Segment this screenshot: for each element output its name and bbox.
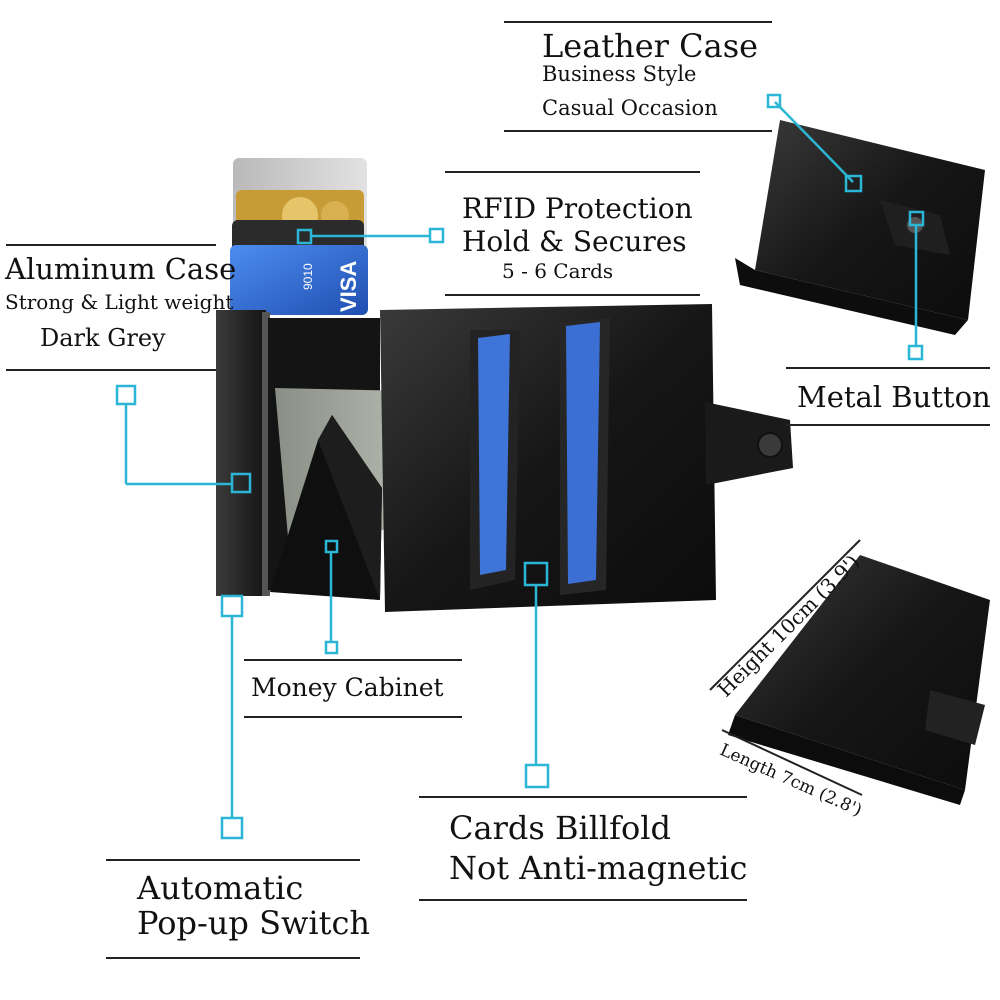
rule-money-bottom (244, 716, 462, 718)
popup-switch-line2: Pop-up Switch (137, 904, 370, 942)
clasp-tab (705, 402, 793, 485)
aluminum-case-title: Aluminum Case (5, 252, 237, 286)
rule-leather-bottom (504, 130, 772, 132)
rule-money-top (244, 659, 462, 661)
aluminum-case (216, 310, 266, 596)
closed-wallet-bottom (728, 555, 990, 805)
cards-billfold-line1: Cards Billfold (449, 809, 671, 847)
rule-metal-button-bottom (786, 424, 990, 426)
height-dimension-line (709, 539, 861, 691)
rule-rfid-top (445, 171, 700, 173)
rule-billfold-bottom (419, 899, 747, 901)
aluminum-case-line1: Strong & Light weight (5, 290, 234, 314)
rfid-line3: 5 - 6 Cards (502, 259, 614, 283)
leather-body (380, 304, 716, 612)
rule-popup-bottom (106, 957, 360, 959)
rule-billfold-top (419, 796, 747, 798)
card-brand: VISA (336, 261, 361, 312)
rule-leather-top (504, 21, 772, 23)
card-number: 9010 (301, 263, 315, 290)
rule-rfid-bottom (445, 294, 700, 296)
callout-connectors (115, 93, 925, 840)
aluminum-case-line2: Dark Grey (40, 324, 166, 352)
card-slot-blue-1 (478, 334, 510, 575)
card-stack (230, 158, 368, 315)
closed-wallet-top (735, 120, 985, 335)
card-slot-blue-2 (566, 322, 600, 584)
rfid-line2: Hold & Secures (462, 225, 687, 258)
rule-metal-button-top (786, 367, 990, 369)
leather-case-title: Leather Case (542, 27, 759, 65)
leather-case-line1: Business Style (542, 62, 697, 86)
rule-aluminum-bottom (6, 369, 216, 371)
money-cabinet-title: Money Cabinet (251, 673, 444, 702)
rule-popup-top (106, 859, 360, 861)
leather-case-line2: Casual Occasion (542, 96, 718, 120)
card-blue (230, 245, 368, 315)
metal-button-title: Metal Button (797, 380, 991, 414)
rfid-line1: RFID Protection (462, 192, 693, 225)
length-dimension-line (721, 729, 863, 796)
cards-billfold-line2: Not Anti-magnetic (449, 849, 748, 887)
popup-switch-line1: Automatic (137, 869, 304, 907)
rule-aluminum-top (6, 244, 216, 246)
